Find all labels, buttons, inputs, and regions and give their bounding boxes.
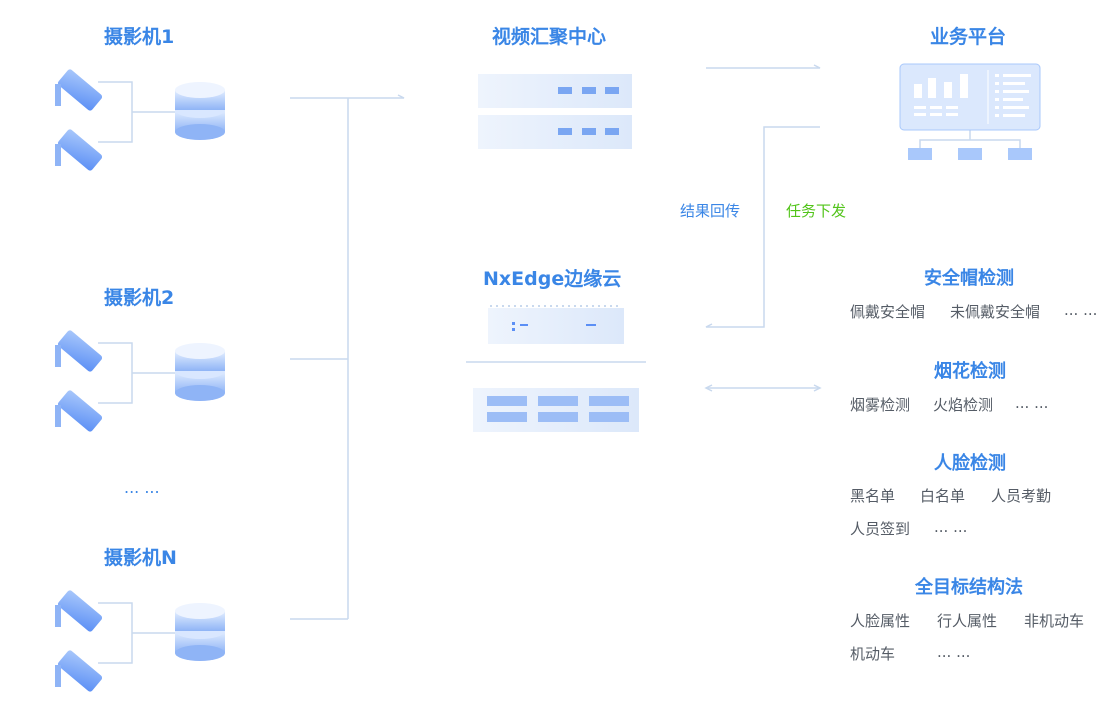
service-title-firework: 烟花检测: [934, 361, 1006, 382]
service-item: 火焰检测: [933, 396, 994, 414]
camera-icon: [55, 69, 103, 692]
service-item: 未佩戴安全帽: [950, 303, 1041, 321]
result-back-label: 结果回传: [680, 202, 741, 220]
service-title-face: 人脸检测: [934, 453, 1006, 474]
task-down-label: 任务下发: [786, 202, 847, 220]
service-title-helmet: 安全帽检测: [924, 268, 1014, 289]
business-platform-title: 业务平台: [930, 26, 1007, 48]
service-item: 烟雾检测: [850, 396, 911, 414]
service-title-structure: 全目标结构法: [915, 577, 1023, 598]
service-item: 非机动车: [1024, 612, 1085, 630]
camera-label-n: 摄影机N: [104, 547, 177, 569]
service-item: ... ...: [1015, 394, 1049, 412]
camera-ellipsis: ... ...: [124, 478, 160, 497]
router-icon: [175, 82, 225, 661]
service-item: ... ...: [934, 518, 968, 536]
service-item: 白名单: [920, 487, 966, 505]
camera-label-2: 摄影机2: [104, 287, 175, 309]
service-item: ... ...: [1064, 301, 1098, 319]
dashboard-icon: [899, 63, 1041, 160]
video-center-title: 视频汇聚中心: [492, 26, 607, 48]
service-item: 人员考勤: [991, 487, 1052, 505]
service-item: 机动车: [850, 645, 896, 663]
edge-device-icon: [473, 305, 639, 432]
service-item: 佩戴安全帽: [850, 303, 926, 321]
edge-cloud-title: NxEdge边缘云: [483, 268, 622, 290]
service-item: 黑名单: [850, 487, 896, 505]
server-icon: [478, 74, 632, 149]
service-item: 人员签到: [850, 520, 911, 538]
service-item: 人脸属性: [850, 612, 911, 630]
camera-label-1: 摄影机1: [104, 26, 175, 48]
service-item: ... ...: [937, 643, 971, 661]
service-item: 行人属性: [937, 612, 998, 630]
